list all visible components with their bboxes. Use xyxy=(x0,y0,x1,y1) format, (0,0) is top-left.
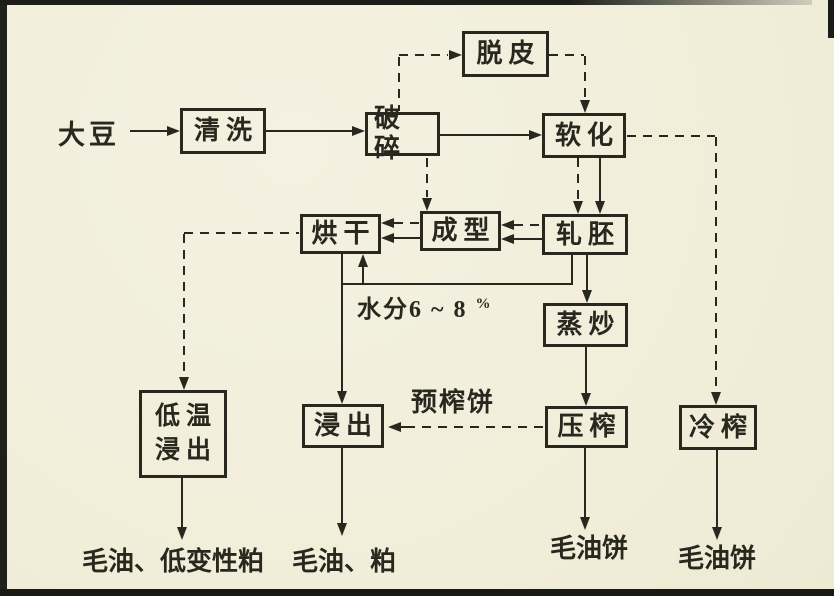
edge-cold-pressing-to-output xyxy=(716,450,718,529)
edge-flaking-to-steaming xyxy=(586,255,588,292)
edge-flaking-down-segment xyxy=(571,255,573,285)
edge-crushing-to-dehulling-horizontal xyxy=(399,54,448,56)
edge-flaking-to-forming-solid xyxy=(512,238,542,240)
arrowhead-output-cold-cake xyxy=(712,527,722,540)
arrowhead-into-crushing xyxy=(352,126,365,136)
process-box-pressing: 压榨 xyxy=(545,406,628,448)
arrowhead-output-crude-oil-meal xyxy=(337,523,347,536)
process-box-steaming: 蒸炒 xyxy=(543,303,628,347)
process-box-softening: 软化 xyxy=(542,113,626,158)
edge-softening-to-cold-pressing-horizontal xyxy=(627,135,715,137)
scan-edge-left xyxy=(0,0,7,596)
edge-softening-to-flaking-dashed xyxy=(577,158,579,200)
process-box-crushing: 破碎 xyxy=(365,104,440,163)
process-box-dehulling: 脱皮 xyxy=(462,31,549,77)
edge-crushing-to-softening xyxy=(440,134,531,136)
edge-steaming-to-pressing xyxy=(585,347,587,395)
process-box-extraction: 浸出 xyxy=(302,404,384,448)
process-box-flaking: 轧胚 xyxy=(542,214,628,255)
label-moisture: 水分6 ~ 8 % xyxy=(357,289,490,324)
label-soybean: 大豆 xyxy=(58,120,120,150)
arrowhead-into-cold-pressing xyxy=(711,392,721,405)
arrowhead-into-forming-dashed xyxy=(501,220,514,230)
arrowhead-into-softening xyxy=(529,130,542,140)
label-prepressed-cake: 预榨饼 xyxy=(411,388,496,417)
process-box-low-temp-extraction: 低温 浸出 xyxy=(139,390,227,478)
low-temp-extraction-line1: 低温 xyxy=(154,403,217,431)
edge-dehulling-to-softening-horizontal xyxy=(549,54,584,56)
edge-flaking-to-drying-horizontal xyxy=(342,283,573,285)
label-output-crude-oil-low-denatured-meal: 毛油、低变性粕 xyxy=(82,547,265,576)
arrowhead-into-extraction-top xyxy=(337,391,347,404)
arrowhead-into-dehulling xyxy=(449,50,462,60)
label-output-crude-oil-cake-press: 毛油饼 xyxy=(550,534,629,563)
edge-pressing-to-extraction-dashed xyxy=(406,426,545,428)
label-output-crude-oil-meal: 毛油、粕 xyxy=(292,547,397,576)
arrowhead-into-forming-solid xyxy=(501,234,514,244)
process-box-drying: 烘干 xyxy=(300,214,381,254)
edge-drying-to-low-temp-vertical xyxy=(183,234,185,376)
edge-forming-to-drying-dashed xyxy=(394,222,420,224)
scan-edge-bottom xyxy=(0,589,834,596)
edge-cleaning-to-crushing xyxy=(266,130,354,132)
arrowhead-into-drying-dashed xyxy=(381,218,394,228)
arrowhead-output-low-denatured xyxy=(177,527,187,540)
arrowhead-into-forming-top xyxy=(422,198,432,211)
edge-softening-to-cold-pressing-vertical xyxy=(715,137,717,391)
low-temp-extraction-line2: 浸出 xyxy=(154,437,217,464)
arrowhead-into-drying-solid xyxy=(381,233,394,243)
scan-edge-right-top xyxy=(828,0,834,38)
edge-pressing-to-output xyxy=(584,448,586,519)
arrowhead-into-drying-bottom xyxy=(358,254,368,267)
edge-prepressed-cake-stub xyxy=(400,426,406,428)
edge-dehulling-to-softening-vertical xyxy=(584,56,586,99)
scan-edge-top xyxy=(0,0,812,5)
arrowhead-into-steaming xyxy=(582,290,592,303)
arrowhead-into-low-temp-extraction xyxy=(179,377,189,390)
edge-flaking-to-drying-up-segment xyxy=(362,264,364,285)
edge-drying-to-extraction xyxy=(341,254,343,393)
arrowhead-into-cleaning xyxy=(167,126,180,136)
process-box-cleaning: 清洗 xyxy=(180,108,266,154)
label-moisture-text: 水分6 ~ 8 xyxy=(357,297,468,323)
arrowhead-into-softening-top xyxy=(580,100,590,113)
arrowhead-output-press-cake xyxy=(580,517,590,530)
edge-crushing-to-dehulling-vertical xyxy=(398,57,400,111)
label-moisture-unit: % xyxy=(475,296,491,312)
edge-softening-to-flaking-solid xyxy=(599,158,601,203)
arrowhead-into-flaking-dashed xyxy=(573,201,583,214)
arrowhead-into-pressing xyxy=(581,393,591,406)
process-box-cold-pressing: 冷榨 xyxy=(679,405,757,450)
edge-crushing-to-forming-dashed xyxy=(426,158,428,197)
arrowhead-into-extraction-right xyxy=(388,422,401,432)
edge-extraction-to-output xyxy=(341,448,343,525)
edge-flaking-to-forming-dashed xyxy=(514,224,542,226)
edge-forming-to-drying-solid xyxy=(392,237,420,239)
edge-low-temp-extraction-to-output xyxy=(181,478,183,529)
edge-soybean-to-cleaning xyxy=(130,130,170,132)
edge-drying-to-low-temp-horizontal xyxy=(184,232,299,234)
process-box-forming: 成型 xyxy=(420,211,501,251)
arrowhead-into-flaking-solid xyxy=(595,201,605,214)
label-output-crude-oil-cake-cold: 毛油饼 xyxy=(678,544,757,573)
